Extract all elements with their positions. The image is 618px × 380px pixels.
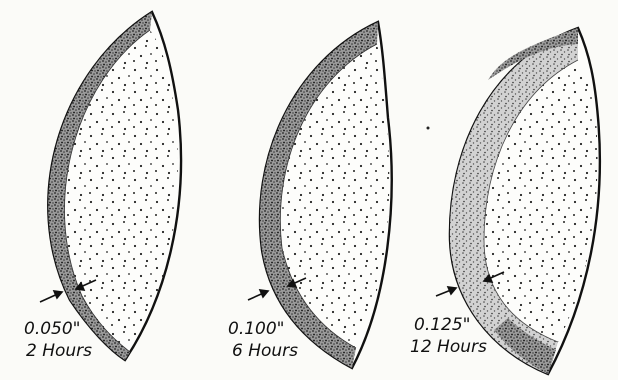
stray-dot xyxy=(427,127,430,130)
specimen-2-time-label: 6 Hours xyxy=(232,341,298,361)
specimen-1-depth-label: 0.050" xyxy=(24,319,81,339)
specimen-3-time-label: 12 Hours xyxy=(410,337,487,357)
specimen-2-depth-label: 0.100" xyxy=(228,319,285,339)
specimen-3-depth-label: 0.125" xyxy=(414,315,471,335)
specimen-3: 0.125" 12 Hours xyxy=(410,28,600,374)
specimen-2: 0.100" 6 Hours xyxy=(228,22,392,368)
specimen-1-time-label: 2 Hours xyxy=(26,341,92,361)
specimen-1: 0.050" 2 Hours xyxy=(24,12,181,361)
